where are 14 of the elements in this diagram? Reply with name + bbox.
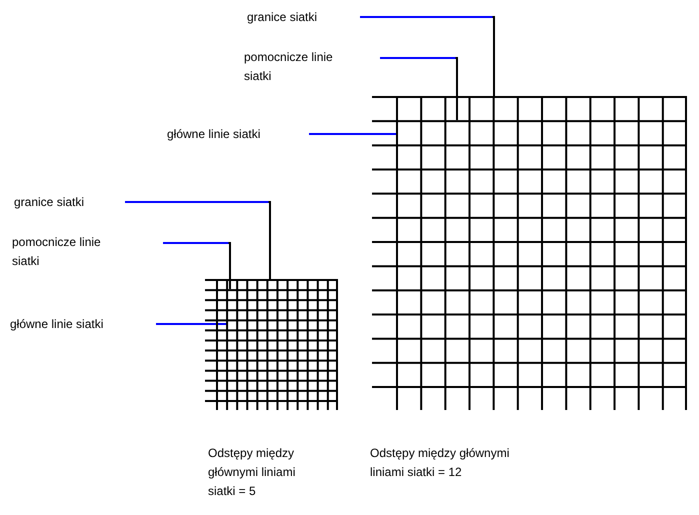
callout-text: granice siatki [247, 8, 362, 27]
callout-text: główne linie siatki [167, 125, 311, 144]
callout-text: granice siatki [14, 193, 127, 212]
leader-line [380, 57, 458, 120]
leader-line [125, 201, 271, 279]
callout-text: pomocnicze linie siatki [244, 48, 382, 86]
callout-text: główne linie siatki [10, 315, 158, 334]
spacing-note: Odstępy między głównymi liniami siatki = 12 [370, 445, 510, 481]
leader-line [163, 242, 231, 289]
spacing-note: Odstępy między głównymi liniami siatki = 5 [208, 445, 296, 500]
leader-line [156, 323, 227, 325]
leader-line [309, 133, 397, 135]
leader-line [360, 16, 495, 96]
callout-text: pomocnicze linie siatki [12, 233, 165, 271]
